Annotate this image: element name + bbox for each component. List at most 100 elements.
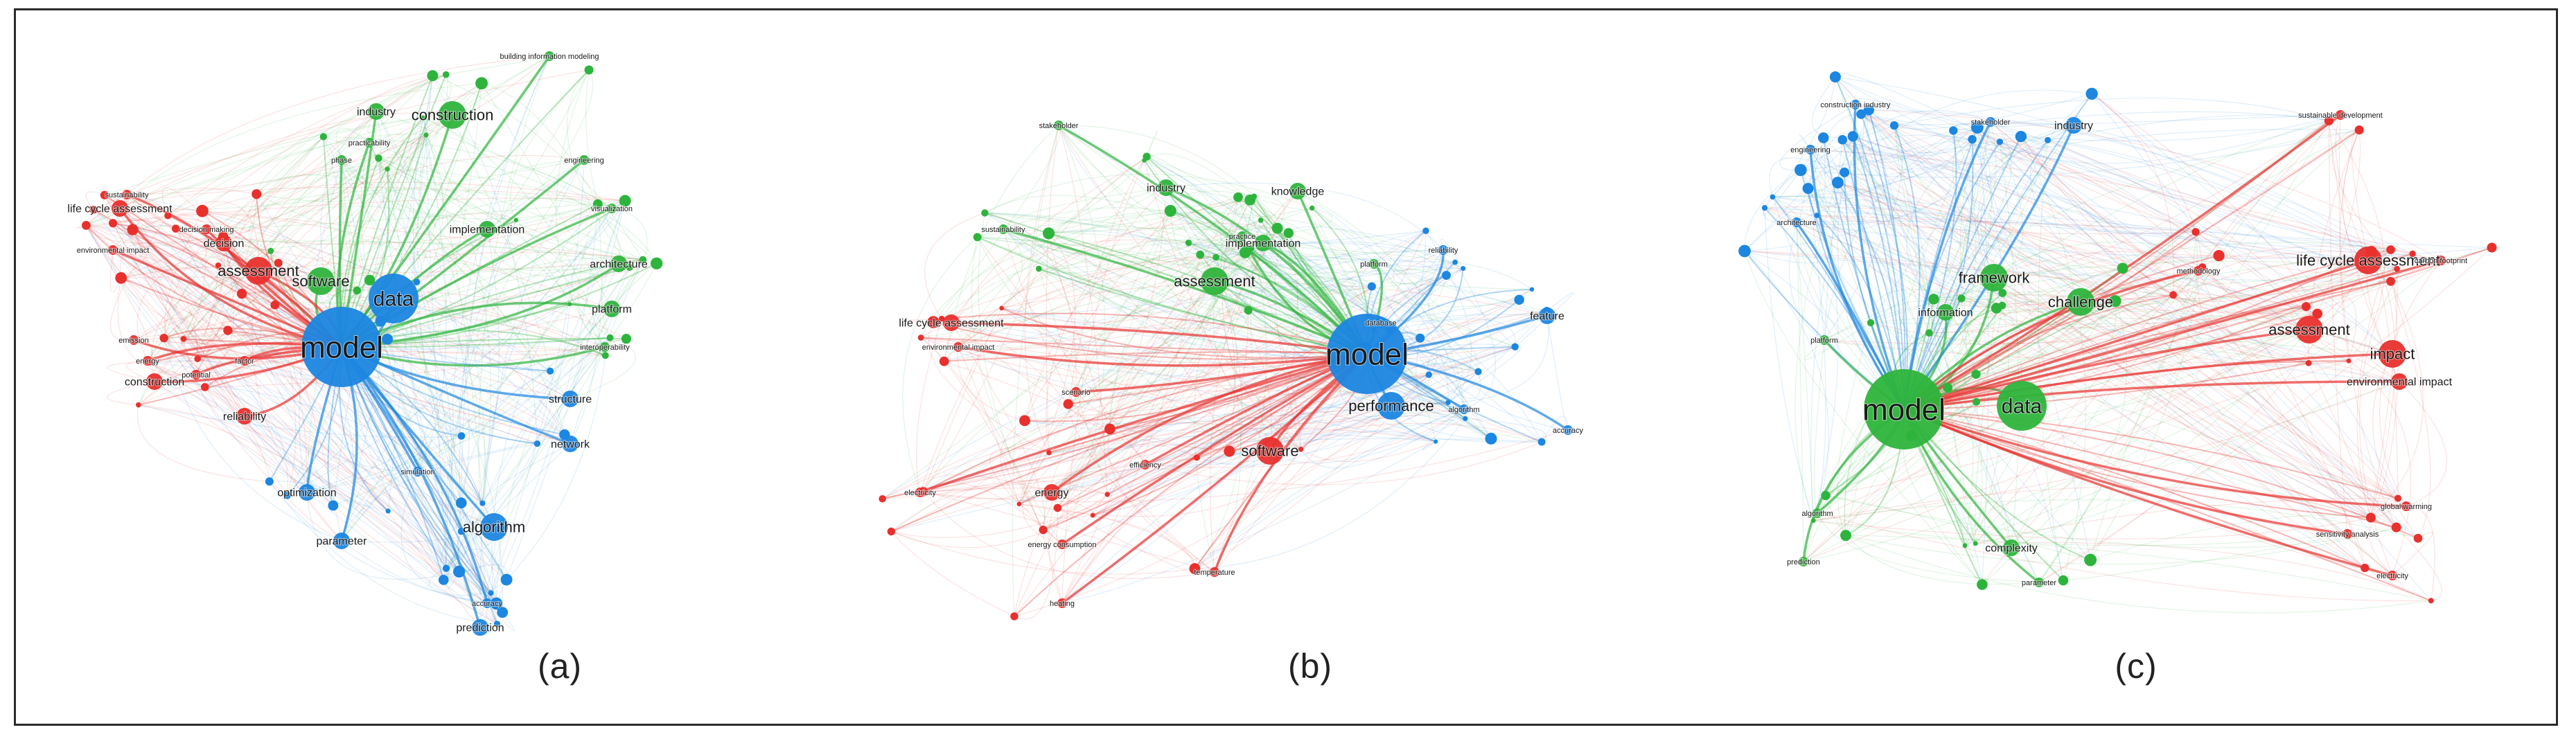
minor-node — [1928, 294, 1939, 305]
keyword-label: algorithm — [463, 519, 525, 536]
edge-link — [1447, 310, 1548, 403]
keyword-label: architecture — [1776, 219, 1816, 227]
edge-link — [86, 224, 571, 400]
keyword-label: industry — [2054, 120, 2093, 132]
keyword-node — [1563, 425, 1573, 435]
edge-link — [1391, 366, 1463, 407]
edge-link — [1977, 127, 2203, 268]
keyword-node — [2391, 373, 2408, 390]
minor-node — [488, 590, 494, 596]
minor-node — [1889, 121, 1899, 130]
edge-link — [1948, 260, 2369, 389]
edge-link — [1024, 374, 1429, 432]
hub-edge — [1903, 408, 2407, 508]
edge-link — [2020, 136, 2309, 364]
keyword-node — [1237, 231, 1247, 241]
edge-link — [85, 225, 503, 613]
edge-link — [256, 158, 383, 202]
edge-link — [425, 134, 491, 503]
edge-link — [923, 491, 1215, 579]
edge-link — [923, 405, 1392, 492]
edge-link — [1269, 418, 1466, 464]
minor-node — [1971, 369, 1981, 379]
edge-link — [2091, 93, 2203, 267]
keyword-label: impact — [2370, 346, 2415, 363]
keyword-label: stakeholder — [1971, 118, 2011, 127]
minor-node — [1463, 416, 1468, 421]
hub-edge — [1903, 125, 2075, 411]
edge-link — [119, 112, 453, 209]
minor-node — [1529, 287, 1535, 292]
keyword-label: algorithm — [1448, 406, 1479, 414]
edge-link — [891, 252, 1246, 533]
keyword-node — [1201, 267, 1228, 295]
keyword-node — [413, 467, 423, 476]
edge-link — [222, 169, 388, 244]
edge-link — [1075, 227, 1278, 393]
hub-edge — [1039, 268, 1368, 355]
keyword-label: scenario — [1061, 389, 1091, 397]
minor-node — [127, 224, 139, 235]
edge-link — [1810, 149, 2064, 581]
keyword-label: interoperability — [580, 343, 630, 352]
edge-link — [1796, 222, 1804, 562]
edge-link — [1977, 127, 1989, 585]
minor-node — [1761, 205, 1768, 211]
minor-node — [2084, 553, 2097, 566]
edge-link — [1993, 260, 2397, 278]
edge-link — [2011, 329, 2310, 548]
edge-link — [1870, 322, 2399, 499]
minor-node — [1794, 163, 1807, 177]
edge-link — [1393, 230, 1447, 285]
edge-link — [1744, 251, 1983, 585]
hub-edge — [1834, 76, 1905, 410]
keyword-label: temperature — [1194, 569, 1235, 577]
edge-link — [1861, 114, 2341, 142]
edge-link — [1214, 280, 1331, 361]
minor-node — [887, 527, 896, 536]
minor-node — [81, 221, 91, 230]
edge-link — [125, 360, 155, 382]
edge-link — [944, 361, 1146, 465]
edge-link — [2038, 301, 2128, 583]
edge-link — [1825, 494, 2397, 548]
hub-edge — [1014, 353, 1368, 617]
edge-link — [2011, 130, 2360, 548]
hub-edge — [919, 352, 1368, 494]
minor-node — [2346, 358, 2352, 364]
edge-link — [958, 229, 1023, 348]
hub-edge — [1903, 408, 2348, 535]
edge-link — [164, 304, 276, 344]
edge-link — [977, 236, 1249, 311]
edge-link — [306, 492, 459, 580]
edge-link — [1014, 508, 1059, 620]
edge-link — [445, 220, 517, 569]
hub-edge — [1903, 409, 2399, 499]
edge-link — [138, 134, 427, 405]
keyword-label: industry — [357, 107, 396, 118]
edge-link — [1824, 127, 1978, 341]
edge-link — [891, 457, 1197, 533]
edge-link — [341, 443, 538, 542]
minor-node — [1802, 183, 1814, 195]
edge-link — [195, 330, 229, 375]
edge-link — [482, 200, 626, 504]
edge-link — [2406, 506, 2435, 601]
keyword-node — [191, 370, 201, 380]
hub-edge — [1048, 353, 1368, 454]
keyword-label: model — [300, 330, 383, 364]
minor-node — [2413, 533, 2423, 543]
edge-link — [1933, 251, 2203, 300]
minor-node — [364, 274, 376, 286]
edge-link — [392, 298, 538, 445]
edge-link — [958, 156, 1147, 348]
minor-node — [2394, 494, 2402, 502]
edge-link — [287, 208, 612, 496]
edge-link — [1803, 260, 2442, 562]
keyword-node — [1327, 314, 1407, 394]
edge-link — [1001, 222, 1278, 309]
edge-link — [1048, 427, 1436, 454]
edge-link — [1093, 346, 1515, 516]
edge-link — [933, 256, 1217, 323]
edge-link — [1842, 139, 2348, 535]
